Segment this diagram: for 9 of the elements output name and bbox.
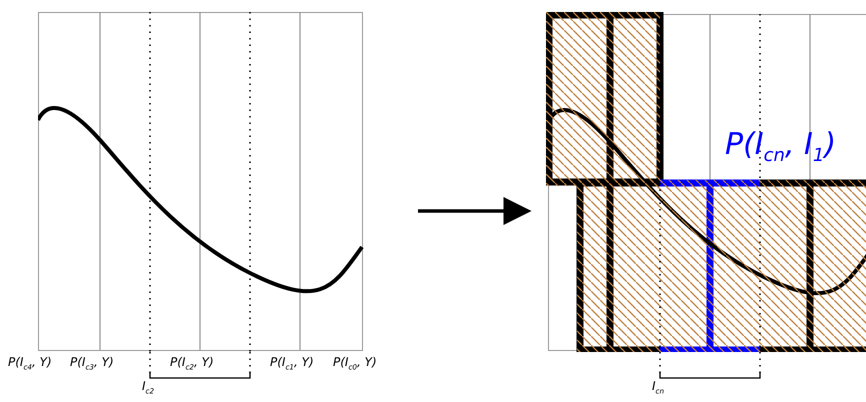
math-label: P(I$_{c2}$, Y) [170,356,214,372]
math-label: P(I$_{c0}$, Y) [333,356,377,372]
math-label: P(I$_{c4}$, Y) [8,356,52,372]
math-label: P(I$_{c3}$, Y) [70,356,114,372]
math-label: I$_{c2}$ [142,380,154,396]
math-label: P(I$_{cn}$, I$_{1}$) [725,128,836,166]
math-label: P(I$_{c1}$, Y) [270,356,314,372]
math-label: I$_{cn}$ [652,380,664,396]
arrow [418,197,532,225]
